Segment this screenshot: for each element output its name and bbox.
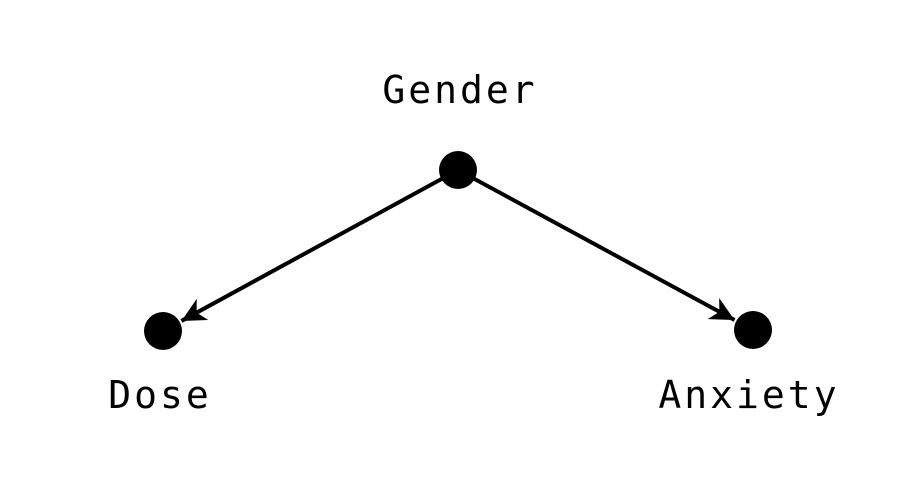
node-gender bbox=[439, 151, 477, 189]
edge-gender-dose bbox=[180, 168, 459, 323]
node-label-anxiety: Anxiety bbox=[658, 373, 839, 417]
node-label-gender: Gender bbox=[382, 68, 537, 112]
node-anxiety bbox=[734, 311, 772, 349]
edge-gender-anxiety bbox=[457, 168, 736, 322]
node-label-dose: Dose bbox=[108, 373, 212, 417]
edges-layer bbox=[180, 168, 736, 323]
nodes-layer bbox=[144, 151, 772, 350]
node-dose bbox=[144, 312, 182, 350]
